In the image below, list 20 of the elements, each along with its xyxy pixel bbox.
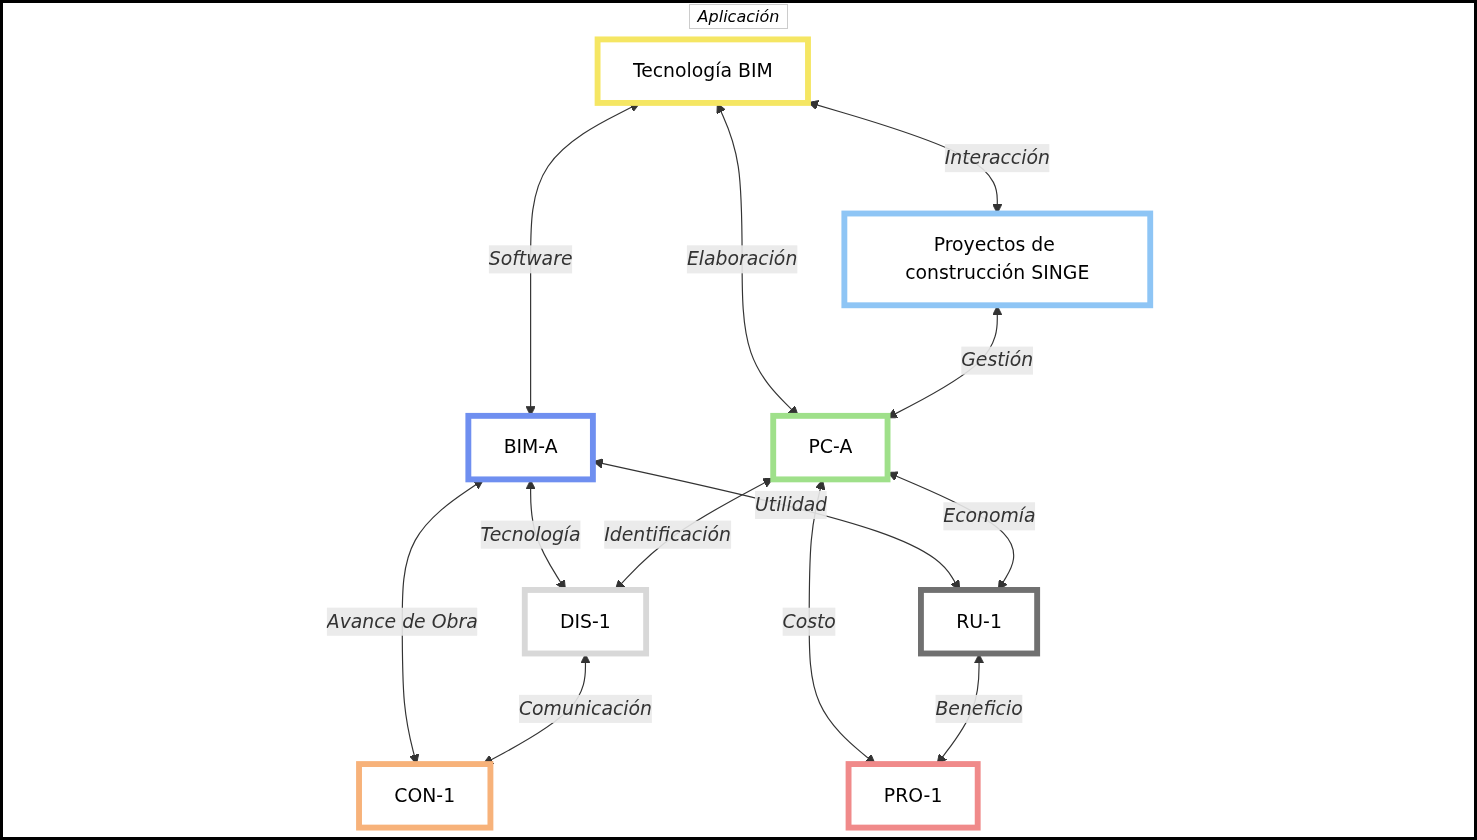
edge-label: Tecnología [480, 522, 581, 546]
edge-label: Utilidad [754, 493, 828, 516]
node-box: PC-A [770, 412, 891, 483]
edge-label: Interacción [944, 146, 1050, 169]
edge-label: Gestión [961, 348, 1034, 372]
node-box: Proyectos de construcción SINGE [841, 210, 1154, 309]
node-box: Tecnología BIM [594, 36, 811, 106]
edge-label: Beneficio [935, 697, 1023, 720]
note-label: Aplicación [688, 4, 789, 29]
node-box: PRO-1 [845, 761, 981, 831]
node-box: DIS-1 [521, 587, 650, 657]
edge-label: Identificación [604, 522, 731, 546]
node-box: CON-1 [356, 761, 494, 831]
node-box: RU-1 [918, 587, 1041, 657]
edge-label: Software [488, 247, 573, 270]
edge-label: Costo [782, 609, 836, 633]
node-box: BIM-A [465, 412, 596, 483]
edge-label: Economía [943, 504, 1036, 527]
edge-label: Comunicación [518, 697, 652, 720]
edge-label: Elaboración [686, 247, 798, 270]
